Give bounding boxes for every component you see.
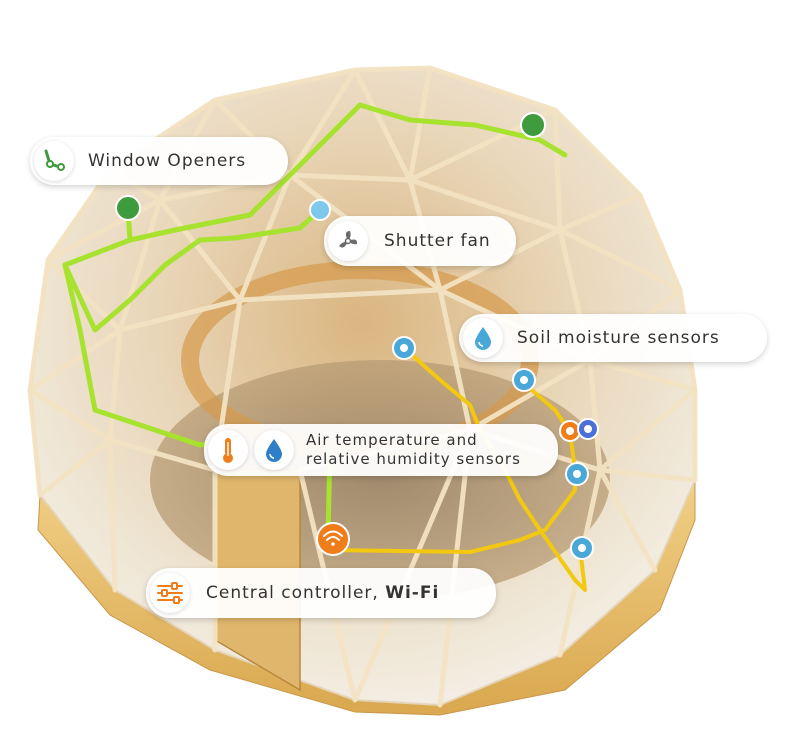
wifi-icon <box>323 530 343 546</box>
controller-node <box>316 522 350 556</box>
air-sensor-node-blue <box>577 418 599 440</box>
water-drop-icon <box>463 318 503 358</box>
window-openers-text: Window Openers <box>88 151 247 171</box>
soil-sensor-node <box>512 368 536 392</box>
water-drop-icon <box>254 430 294 470</box>
soil-sensor-node <box>392 336 416 360</box>
central-controller-wifi: Wi-Fi <box>385 583 440 603</box>
fan-icon <box>328 221 368 261</box>
shutter-fan-label: Shutter fan <box>324 216 516 266</box>
sliders-icon <box>150 573 190 613</box>
window-opener-nodes <box>115 112 546 221</box>
window-opener-arm-icon <box>34 141 74 181</box>
air-sensor-nodes <box>559 418 599 442</box>
central-controller-text: Central controller, Wi-Fi <box>206 583 439 603</box>
soil-sensor-nodes <box>392 336 594 560</box>
shutter-fan-node <box>309 199 331 221</box>
shutter-fan-text: Shutter fan <box>384 231 491 251</box>
soil-sensor-node <box>565 462 589 486</box>
window-opener-node <box>520 112 546 138</box>
air-sensors-line1: Air temperature and <box>306 431 478 449</box>
window-openers-label: Window Openers <box>30 137 288 185</box>
central-controller-label: Central controller, Wi-Fi <box>146 568 496 618</box>
air-sensor-node-orange <box>559 420 581 442</box>
soil-moisture-label: Soil moisture sensors <box>459 314 767 362</box>
air-sensors-label: Air temperature and relative humidity se… <box>204 424 558 476</box>
soil-moisture-text: Soil moisture sensors <box>517 328 720 348</box>
soil-sensor-node <box>570 536 594 560</box>
air-sensors-text: Air temperature and relative humidity se… <box>306 431 521 469</box>
air-sensors-line2: relative humidity sensors <box>306 450 521 468</box>
central-controller-prefix: Central controller, <box>206 583 386 603</box>
window-opener-node <box>115 195 141 221</box>
thermometer-icon <box>208 430 248 470</box>
